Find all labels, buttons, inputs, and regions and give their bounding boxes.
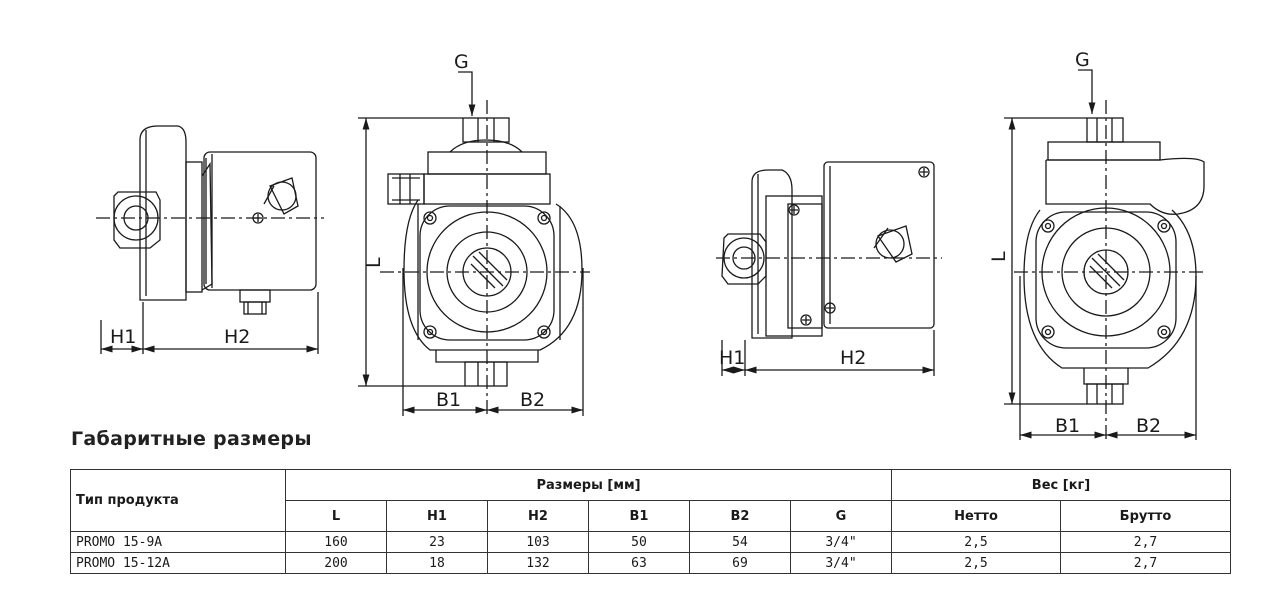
pump2-side-view (716, 161, 942, 376)
dimensions-table: Тип продукта Размеры [мм] Вес [кг] L H1 … (70, 469, 1232, 574)
weight-header: Вес [кг] (891, 469, 1232, 501)
label-l-pump2: L (988, 251, 1010, 262)
label-b2-pump2: B2 (1136, 415, 1161, 437)
table-cell: 132 (487, 552, 589, 574)
table-cell: 50 (588, 531, 690, 553)
table-cell: 2,7 (1060, 531, 1232, 553)
table-cell: 200 (285, 552, 387, 574)
label-g-pump2: G (1075, 49, 1090, 71)
table-cell: 3/4" (789, 531, 893, 553)
label-l-pump1: L (363, 257, 385, 268)
section-title: Габаритные размеры (71, 428, 312, 450)
product-name: PROMO 15-12A (70, 552, 286, 574)
column-header: Брутто (1060, 500, 1232, 532)
column-header: L (285, 500, 387, 532)
label-h1-pump2: H1 (719, 347, 745, 369)
product-name: PROMO 15-9A (70, 531, 286, 553)
pump-dimension-drawings: G L H1 H2 B1 B2 G L H1 H2 B1 B2 (96, 49, 1205, 440)
table-cell: 160 (285, 531, 387, 553)
column-header: H2 (487, 500, 589, 532)
label-g-pump1: G (454, 51, 469, 73)
table-cell: 2,5 (891, 531, 1062, 553)
table-row: PROMO 15-9A 160 23 103 50 54 3/4" 2,5 2,… (70, 531, 1232, 553)
table-cell: 54 (689, 531, 791, 553)
table-cell: 18 (386, 552, 488, 574)
column-header: G (789, 500, 893, 532)
pump1-front-view (358, 71, 590, 416)
table-row: PROMO 15-12A 200 18 132 63 69 3/4" 2,5 2… (70, 552, 1232, 574)
column-header: B2 (689, 500, 791, 532)
table-cell: 23 (386, 531, 488, 553)
label-b1-pump1: B1 (436, 389, 461, 411)
dimensions-header: Размеры [мм] (284, 469, 893, 501)
table-cell: 63 (588, 552, 690, 574)
label-h2-pump2: H2 (840, 347, 866, 369)
column-header: B1 (588, 500, 690, 532)
table-cell: 3/4" (789, 552, 893, 574)
label-h1-pump1: H1 (110, 326, 136, 348)
pump1-side-view (96, 125, 324, 354)
table-cell: 2,7 (1060, 552, 1232, 574)
pump2-front-view (1004, 69, 1205, 440)
table-cell: 103 (487, 531, 589, 553)
column-header: Нетто (891, 500, 1062, 532)
label-b1-pump2: B1 (1055, 415, 1080, 437)
label-h2-pump1: H2 (224, 326, 250, 348)
column-header: H1 (386, 500, 488, 532)
product-type-header: Тип продукта (70, 469, 286, 532)
label-b2-pump1: B2 (520, 389, 545, 411)
table-cell: 2,5 (891, 552, 1062, 574)
table-cell: 69 (689, 552, 791, 574)
